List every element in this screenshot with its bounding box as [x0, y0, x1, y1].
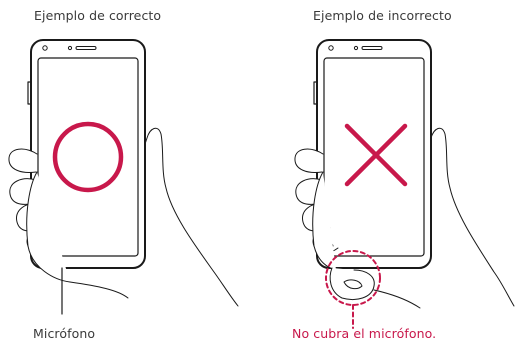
finger-covering-microphone: [329, 267, 421, 309]
microphone-label: Micrófono: [33, 326, 96, 341]
correct-example-illustration: [8, 39, 239, 315]
earpiece-icon: [361, 46, 383, 50]
warning-caption: No cubra el micrófono.: [292, 326, 437, 341]
front-camera-icon: [42, 45, 48, 51]
sensor-icon: [353, 45, 359, 51]
correct-circle-icon: [52, 121, 124, 193]
left-hand-fingers: [294, 148, 339, 271]
right-hand-outline: [132, 127, 239, 307]
incorrect-example-illustration: [294, 39, 515, 329]
incorrect-cross-icon: [344, 123, 408, 187]
sensor-icon: [67, 45, 73, 51]
phone-screen: [323, 57, 425, 257]
side-button: [313, 81, 317, 105]
phone-screen: [37, 57, 139, 257]
correct-example-title: Ejemplo de correcto: [34, 8, 162, 23]
left-hand-fingers: [8, 148, 71, 283]
front-camera-icon: [328, 45, 334, 51]
left-hand-wrist: [69, 281, 129, 299]
side-button: [27, 81, 31, 105]
incorrect-example-title: Ejemplo de incorrecto: [313, 8, 452, 23]
earpiece-icon: [75, 46, 97, 50]
